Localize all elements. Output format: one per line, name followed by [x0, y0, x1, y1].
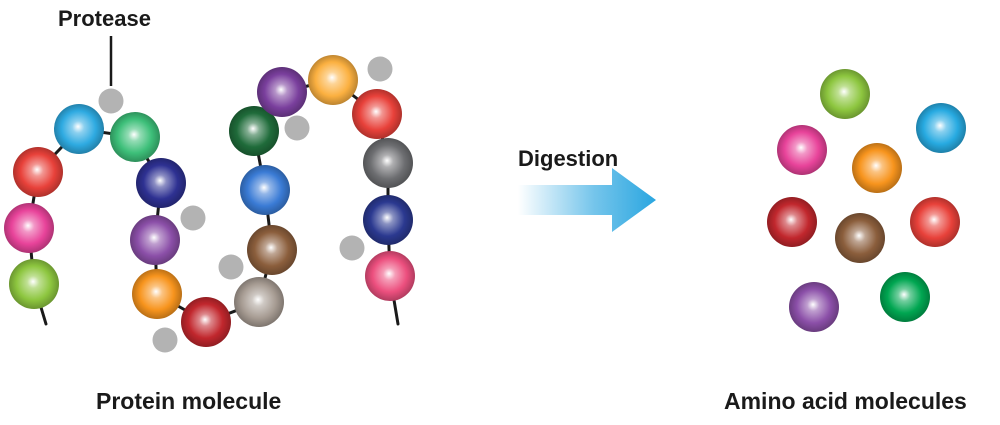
protein-chain-sphere-16	[352, 89, 402, 139]
protein-chain-sphere-17	[363, 138, 413, 188]
amino-acid-sphere-5	[767, 197, 817, 247]
digestion-label: Digestion	[518, 146, 619, 171]
protease-sphere-1	[98, 88, 124, 114]
protease-sphere-4	[218, 254, 244, 280]
amino-acid-sphere-1	[820, 69, 870, 119]
amino-acid-sphere-8	[789, 282, 839, 332]
protein-chain-sphere-18	[363, 195, 413, 245]
protein-chain-sphere-7	[130, 215, 180, 265]
protein-chain-sphere-11	[247, 225, 297, 275]
protein-chain-sphere-5	[110, 112, 160, 162]
amino-acid-sphere-9	[880, 272, 930, 322]
protease-label: Protease	[58, 6, 151, 31]
protein-chain-sphere-3	[13, 147, 63, 197]
protein-molecule	[4, 55, 415, 353]
protein-chain-sphere-9	[181, 297, 231, 347]
protein-chain-sphere-10	[234, 277, 284, 327]
protein-chain-sphere-6	[136, 158, 186, 208]
amino-acid-molecules-label: Amino acid molecules	[724, 388, 967, 414]
protein-chain-sphere-19	[365, 251, 415, 301]
protein-chain-sphere-15	[308, 55, 358, 105]
amino-acid-sphere-6	[835, 213, 885, 263]
protein-chain-sphere-14	[257, 67, 307, 117]
protease-sphere-7	[367, 56, 393, 82]
amino-acid-molecules	[767, 69, 966, 332]
protein-molecule-label: Protein molecule	[96, 388, 282, 414]
protease-enzymes	[98, 56, 393, 353]
protein-chain-spheres	[4, 55, 415, 347]
protease-sphere-6	[339, 235, 365, 261]
protein-chain-sphere-8	[132, 269, 182, 319]
protease-sphere-3	[180, 205, 206, 231]
protein-chain-sphere-2	[4, 203, 54, 253]
protease-sphere-5	[152, 327, 178, 353]
amino-acid-sphere-7	[910, 197, 960, 247]
amino-acid-sphere-4	[916, 103, 966, 153]
protease-sphere-2	[284, 115, 310, 141]
digestion-arrow	[518, 168, 656, 232]
protein-chain-sphere-13	[229, 106, 279, 156]
arrow-icon	[518, 168, 656, 232]
amino-acid-sphere-2	[777, 125, 827, 175]
amino-acid-sphere-3	[852, 143, 902, 193]
protein-chain-sphere-12	[240, 165, 290, 215]
protein-chain-sphere-4	[54, 104, 104, 154]
protein-chain-sphere-1	[9, 259, 59, 309]
